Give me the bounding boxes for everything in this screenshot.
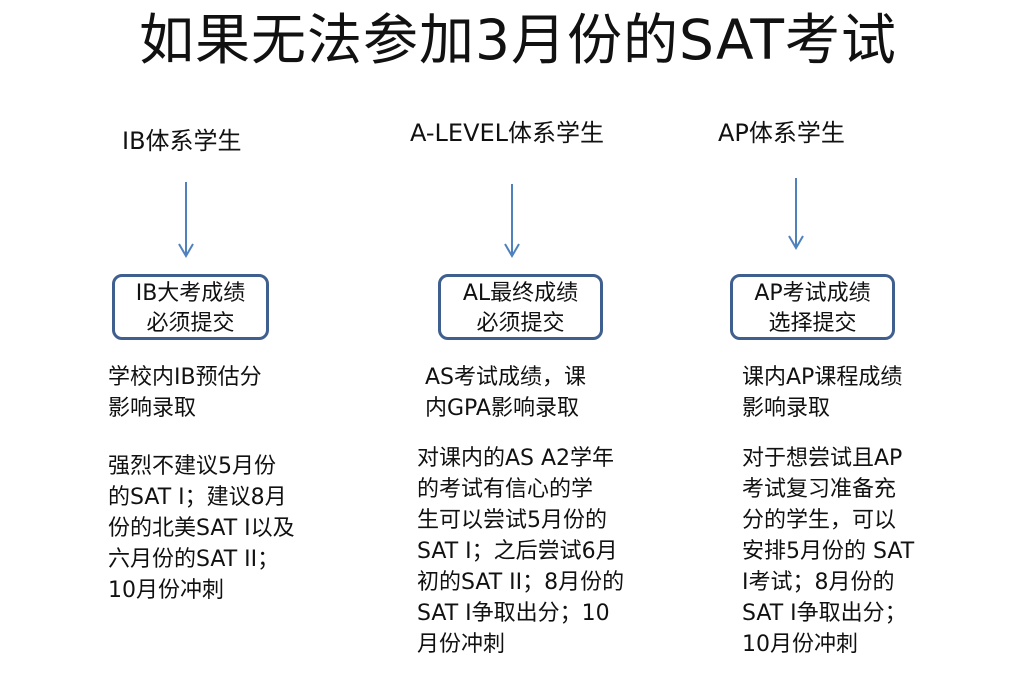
box-line: 选择提交 — [768, 311, 857, 336]
box-line: 必须提交 — [476, 311, 565, 336]
page-title: 如果无法参加3月份的SAT考试 — [139, 8, 897, 72]
ib-sat-advice: 强烈不建议5月份 的SAT I；建议8月 份的北美SAT I以及 六月份的SAT… — [108, 454, 295, 603]
box-line: 必须提交 — [146, 311, 235, 336]
alevel-admission-note: AS考试成绩，课 内GPA影响录取 — [425, 365, 587, 421]
down-arrow-icon — [178, 182, 194, 258]
column-header-ap: AP体系学生 — [718, 119, 845, 147]
down-arrow-icon — [788, 178, 804, 250]
down-arrow-icon — [504, 184, 520, 258]
ib-admission-note: 学校内IB预估分 影响录取 — [108, 365, 262, 421]
ap-sat-advice: 对于想尝试且AP 考试复习准备充 分的学生，可以 安排5月份的 SAT I考试；… — [742, 446, 915, 657]
column-header-ib: IB体系学生 — [122, 127, 242, 155]
column-header-alevel: A-LEVEL体系学生 — [410, 119, 605, 147]
alevel-result-box: AL最终成绩 必须提交 — [438, 274, 603, 340]
box-line: AL最终成绩 — [462, 281, 579, 306]
ib-result-box: IB大考成绩 必须提交 — [112, 274, 269, 340]
ap-result-box: AP考试成绩 选择提交 — [730, 274, 895, 340]
alevel-sat-advice: 对课内的AS A2学年 的考试有信心的学 生可以尝试5月份的 SAT I；之后尝… — [417, 446, 625, 657]
box-line: IB大考成绩 — [135, 281, 246, 306]
box-line: AP考试成绩 — [754, 281, 871, 306]
ap-admission-note: 课内AP课程成绩 影响录取 — [742, 365, 903, 421]
